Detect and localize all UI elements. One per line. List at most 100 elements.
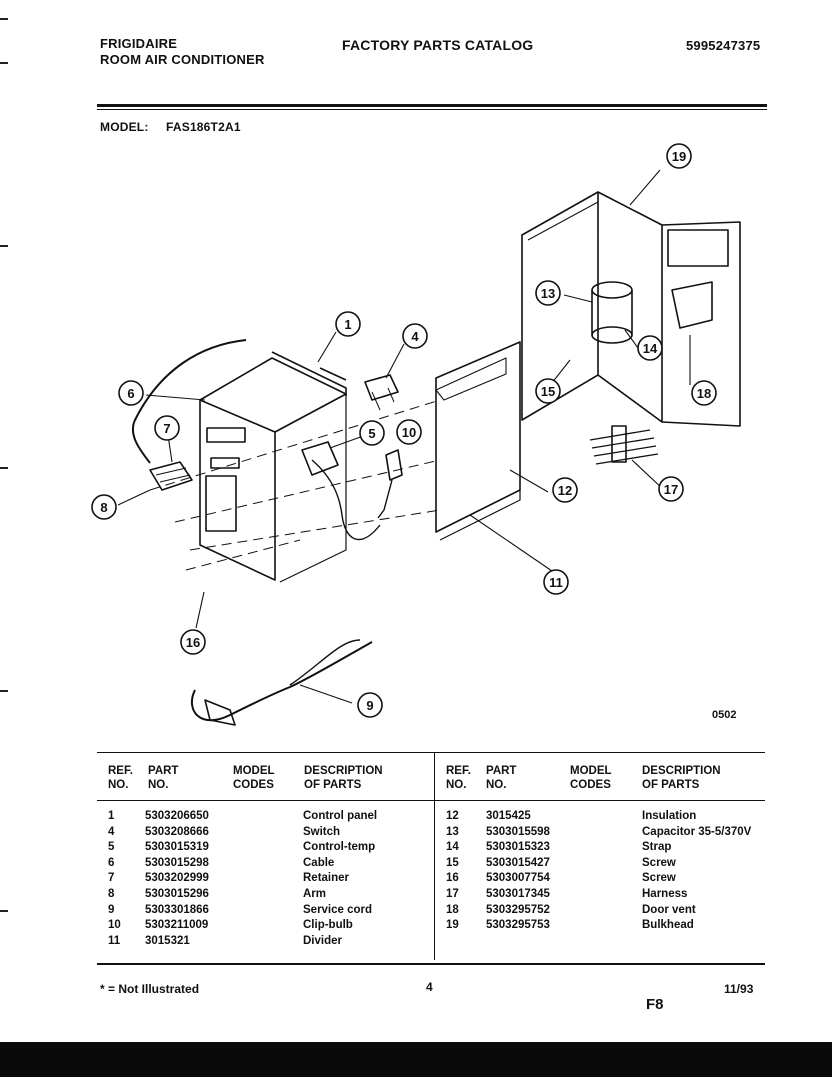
svg-text:15: 15	[541, 384, 555, 399]
scan-mark	[0, 467, 8, 469]
table-row-ref: 9	[108, 903, 115, 916]
callout-12: 12	[552, 477, 578, 503]
table-row-desc: Control panel	[303, 810, 378, 822]
svg-text:6: 6	[127, 386, 134, 401]
table-row-ref: 10	[108, 919, 121, 932]
svg-text:17: 17	[664, 482, 678, 497]
table-row-desc: Retainer	[303, 872, 350, 885]
scan-mark	[0, 62, 8, 64]
header-rule-thin	[97, 109, 767, 110]
table-row-ref: 7	[108, 872, 115, 885]
table-row-desc: Cable	[303, 856, 335, 869]
table-row-ref: 4	[108, 825, 115, 838]
table-row-part: 5303015427	[486, 856, 550, 869]
diagram-code: 0502	[712, 709, 736, 721]
section-code: F8	[646, 996, 664, 1013]
svg-text:13: 13	[541, 286, 555, 301]
table-row-desc: Switch	[303, 825, 341, 838]
svg-text:19: 19	[672, 149, 686, 164]
table-row-desc: Service cord	[303, 903, 373, 916]
model-value: FAS186T2A1	[166, 120, 241, 134]
table-header-rule	[97, 800, 765, 801]
svg-text:5: 5	[368, 426, 375, 441]
control-panel-front	[199, 399, 276, 581]
table-top-rule	[97, 752, 765, 753]
callout-11: 11	[543, 569, 569, 595]
svg-text:12: 12	[558, 483, 572, 498]
callout-15: 15	[535, 378, 561, 404]
table-row-part: 5303015323	[486, 841, 550, 854]
header-ref-right: REF.NO.	[446, 765, 471, 791]
callout-18: 18	[691, 380, 717, 406]
table-row-ref: 17	[446, 887, 459, 900]
model-label: MODEL:	[100, 120, 149, 134]
not-illustrated-note: * = Not Illustrated	[100, 982, 200, 996]
table-row-desc: Harness	[642, 887, 688, 900]
table-row-part: 3015321	[145, 934, 190, 947]
callout-4: 4	[402, 323, 428, 349]
svg-text:18: 18	[697, 386, 711, 401]
callout-16: 16	[180, 629, 206, 655]
svg-text:7: 7	[163, 421, 170, 436]
table-row-part: 5303295753	[486, 919, 550, 932]
svg-text:11: 11	[549, 575, 563, 590]
scan-border	[0, 1042, 832, 1077]
catalog-title: FACTORY PARTS CATALOG	[342, 37, 534, 53]
product-name: ROOM AIR CONDITIONER	[100, 52, 265, 67]
callout-7: 7	[154, 415, 180, 441]
table-row-part: 3015425	[486, 810, 531, 822]
svg-text:10: 10	[402, 425, 416, 440]
header-rule	[97, 104, 767, 107]
callout-9: 9	[357, 692, 383, 718]
callout-19: 19	[666, 143, 692, 169]
table-row-part: 5303202999	[145, 872, 209, 885]
table-row-desc: Screw	[642, 872, 676, 885]
table-row-desc: Screw	[642, 856, 676, 869]
table-row-ref: 13	[446, 825, 459, 838]
scan-mark	[0, 245, 8, 247]
table-row-ref: 18	[446, 903, 459, 916]
callout-6: 6	[118, 380, 144, 406]
table-row-part: 5303007754	[486, 872, 550, 885]
table-row-part: 5303208666	[145, 825, 209, 838]
table-row-desc: Strap	[642, 841, 672, 854]
svg-text:14: 14	[643, 341, 658, 356]
table-row-ref: 12	[446, 810, 459, 822]
table-row-part: 5303301866	[145, 903, 209, 916]
svg-text:8: 8	[100, 500, 107, 515]
table-row-desc: Arm	[303, 887, 327, 900]
table-bottom-rule	[97, 963, 765, 965]
table-row-part: 5303295752	[486, 903, 550, 916]
table-row-ref: 6	[108, 856, 115, 869]
callout-8: 8	[91, 494, 117, 520]
svg-text:1: 1	[344, 317, 351, 332]
table-row-desc: Clip-bulb	[303, 919, 353, 932]
page-number: 4	[426, 980, 433, 994]
table-row-part: 5303211009	[145, 919, 209, 932]
callout-14: 14	[637, 335, 663, 361]
table-row-part: 5303015598	[486, 825, 550, 838]
table-row-ref: 5	[108, 841, 115, 854]
svg-text:16: 16	[186, 635, 200, 650]
header-ref-left: REF.NO.	[108, 765, 133, 791]
exploded-parts-diagram: 1 4 5 6 7 8 9 10 11 12 13 14 15 16 17 18…	[91, 143, 741, 726]
svg-text:4: 4	[411, 329, 419, 344]
table-row-ref: 11	[108, 934, 121, 947]
callout-5: 5	[359, 420, 385, 446]
table-row-ref: 19	[446, 919, 459, 932]
table-row-part: 5303015319	[145, 841, 209, 854]
table-row-part: 5303015296	[145, 887, 209, 900]
table-row-desc: Capacitor 35-5/370V	[642, 825, 752, 838]
svg-text:9: 9	[366, 698, 373, 713]
table-row-ref: 16	[446, 872, 459, 885]
revision-date: 11/93	[724, 982, 754, 996]
callout-10: 10	[396, 419, 422, 445]
table-center-divider	[434, 752, 435, 960]
document-number: 5995247375	[686, 38, 761, 53]
